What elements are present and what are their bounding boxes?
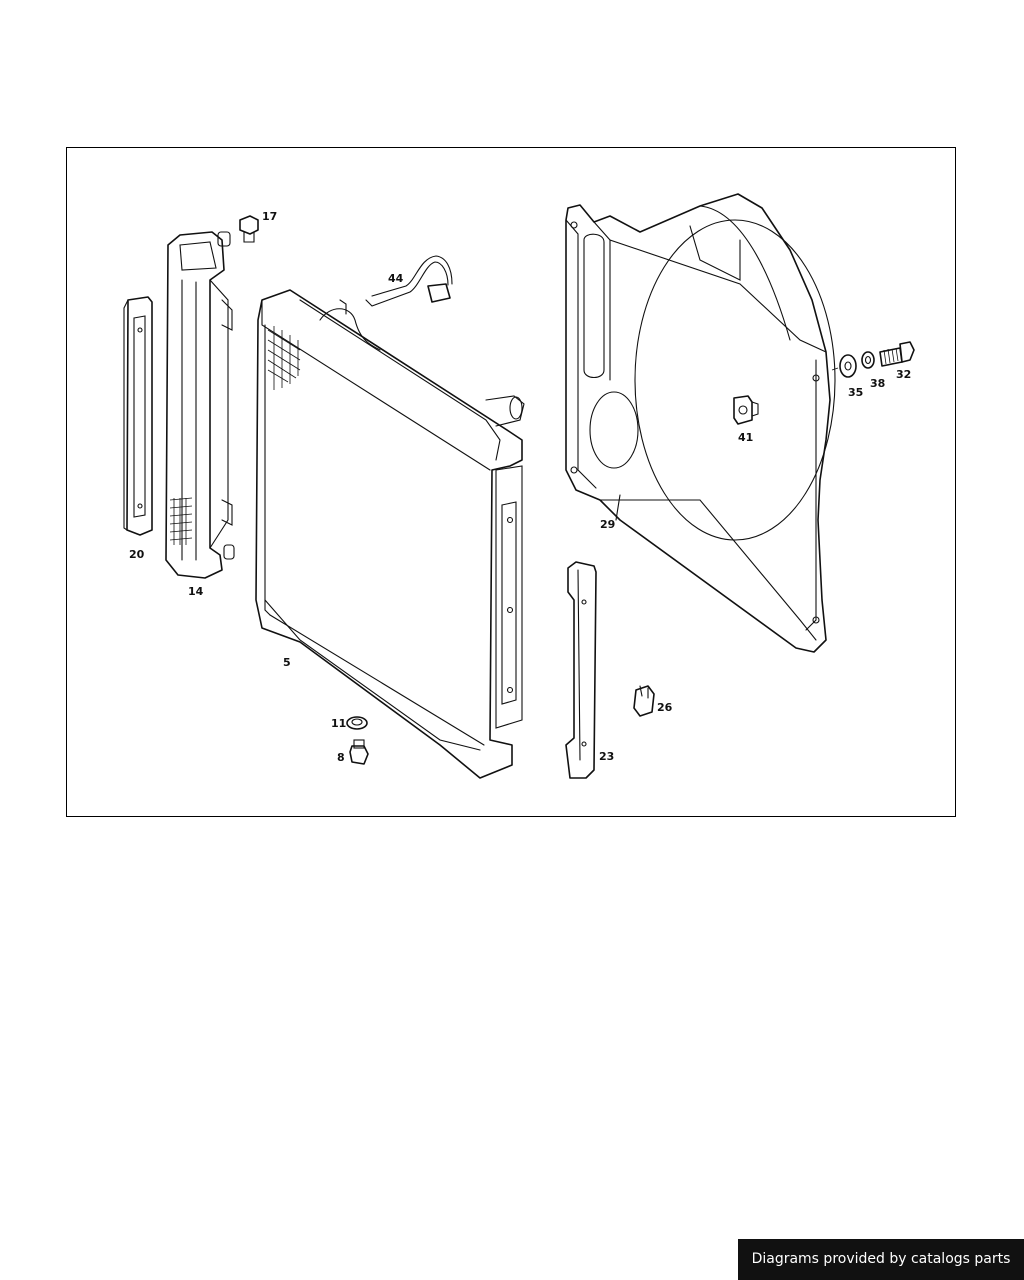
part-38-spring-washer <box>861 351 875 369</box>
credit-banner: Diagrams provided by catalogs parts <box>738 1239 1024 1280</box>
part-32-bolt <box>879 341 915 367</box>
diagram-frame <box>66 147 956 817</box>
callout-38: 38 <box>870 377 885 390</box>
part-35-washer <box>831 354 857 378</box>
part-23-bracket <box>565 561 597 779</box>
callout-5: 5 <box>283 656 291 669</box>
callout-17: 17 <box>262 210 277 223</box>
callout-8: 8 <box>337 751 345 764</box>
part-20-side-bracket <box>123 296 153 536</box>
callout-41: 41 <box>738 431 753 444</box>
part-44-hose-clip <box>365 255 453 307</box>
callout-11: 11 <box>331 717 346 730</box>
callout-32: 32 <box>896 368 911 381</box>
part-17-screw <box>239 215 259 243</box>
callout-29: 29 <box>600 518 615 531</box>
part-8-drain-plug <box>349 739 369 765</box>
callout-20: 20 <box>129 548 145 561</box>
callout-44: 44 <box>388 272 404 285</box>
part-5-radiator <box>255 289 525 779</box>
callout-26: 26 <box>657 701 673 714</box>
part-29-fan-shroud <box>565 193 836 653</box>
callout-35: 35 <box>848 386 863 399</box>
callout-14: 14 <box>188 585 204 598</box>
callout-23: 23 <box>599 750 614 763</box>
part-14-oil-cooler <box>165 231 235 579</box>
callout-labels: 17 44 20 14 5 11 8 29 41 35 38 32 23 26 <box>129 210 911 764</box>
part-41-clip <box>733 395 759 425</box>
part-26-clamp <box>633 685 655 717</box>
part-11-seal-ring <box>346 716 368 730</box>
